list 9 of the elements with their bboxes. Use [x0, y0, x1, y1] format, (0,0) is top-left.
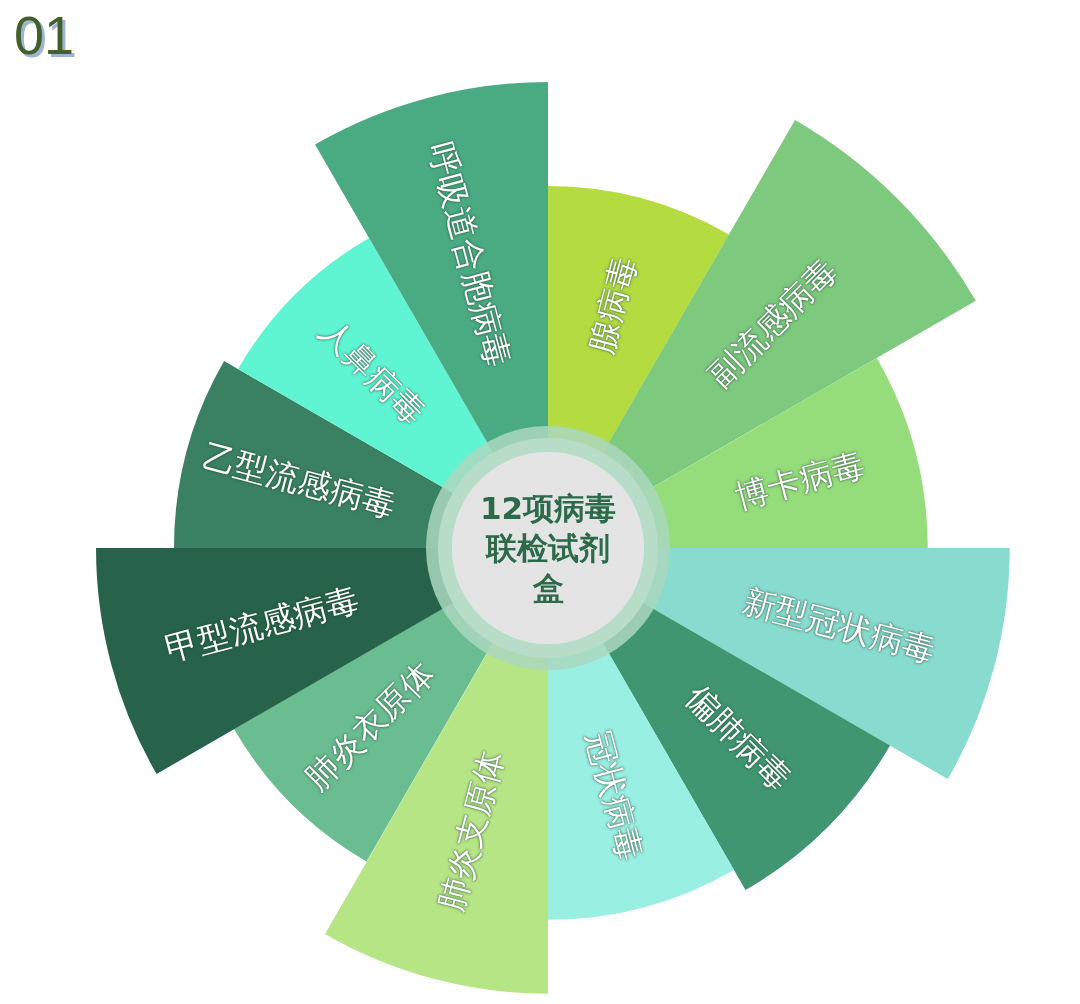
sector-label: 乙型流感病毒 [198, 438, 400, 525]
sector-label: 博卡病毒 [731, 445, 869, 516]
center-label: 12项病毒联检试剂盒 [478, 488, 618, 609]
sector-label: 冠状病毒 [579, 727, 649, 865]
sector-label: 新型冠状病毒 [738, 582, 940, 670]
sector-label: 腺病毒 [582, 252, 644, 358]
sector-label: 副流感病毒 [701, 252, 844, 395]
sector-label: 偏肺病毒 [678, 678, 797, 797]
title: 01 [14, 6, 75, 66]
